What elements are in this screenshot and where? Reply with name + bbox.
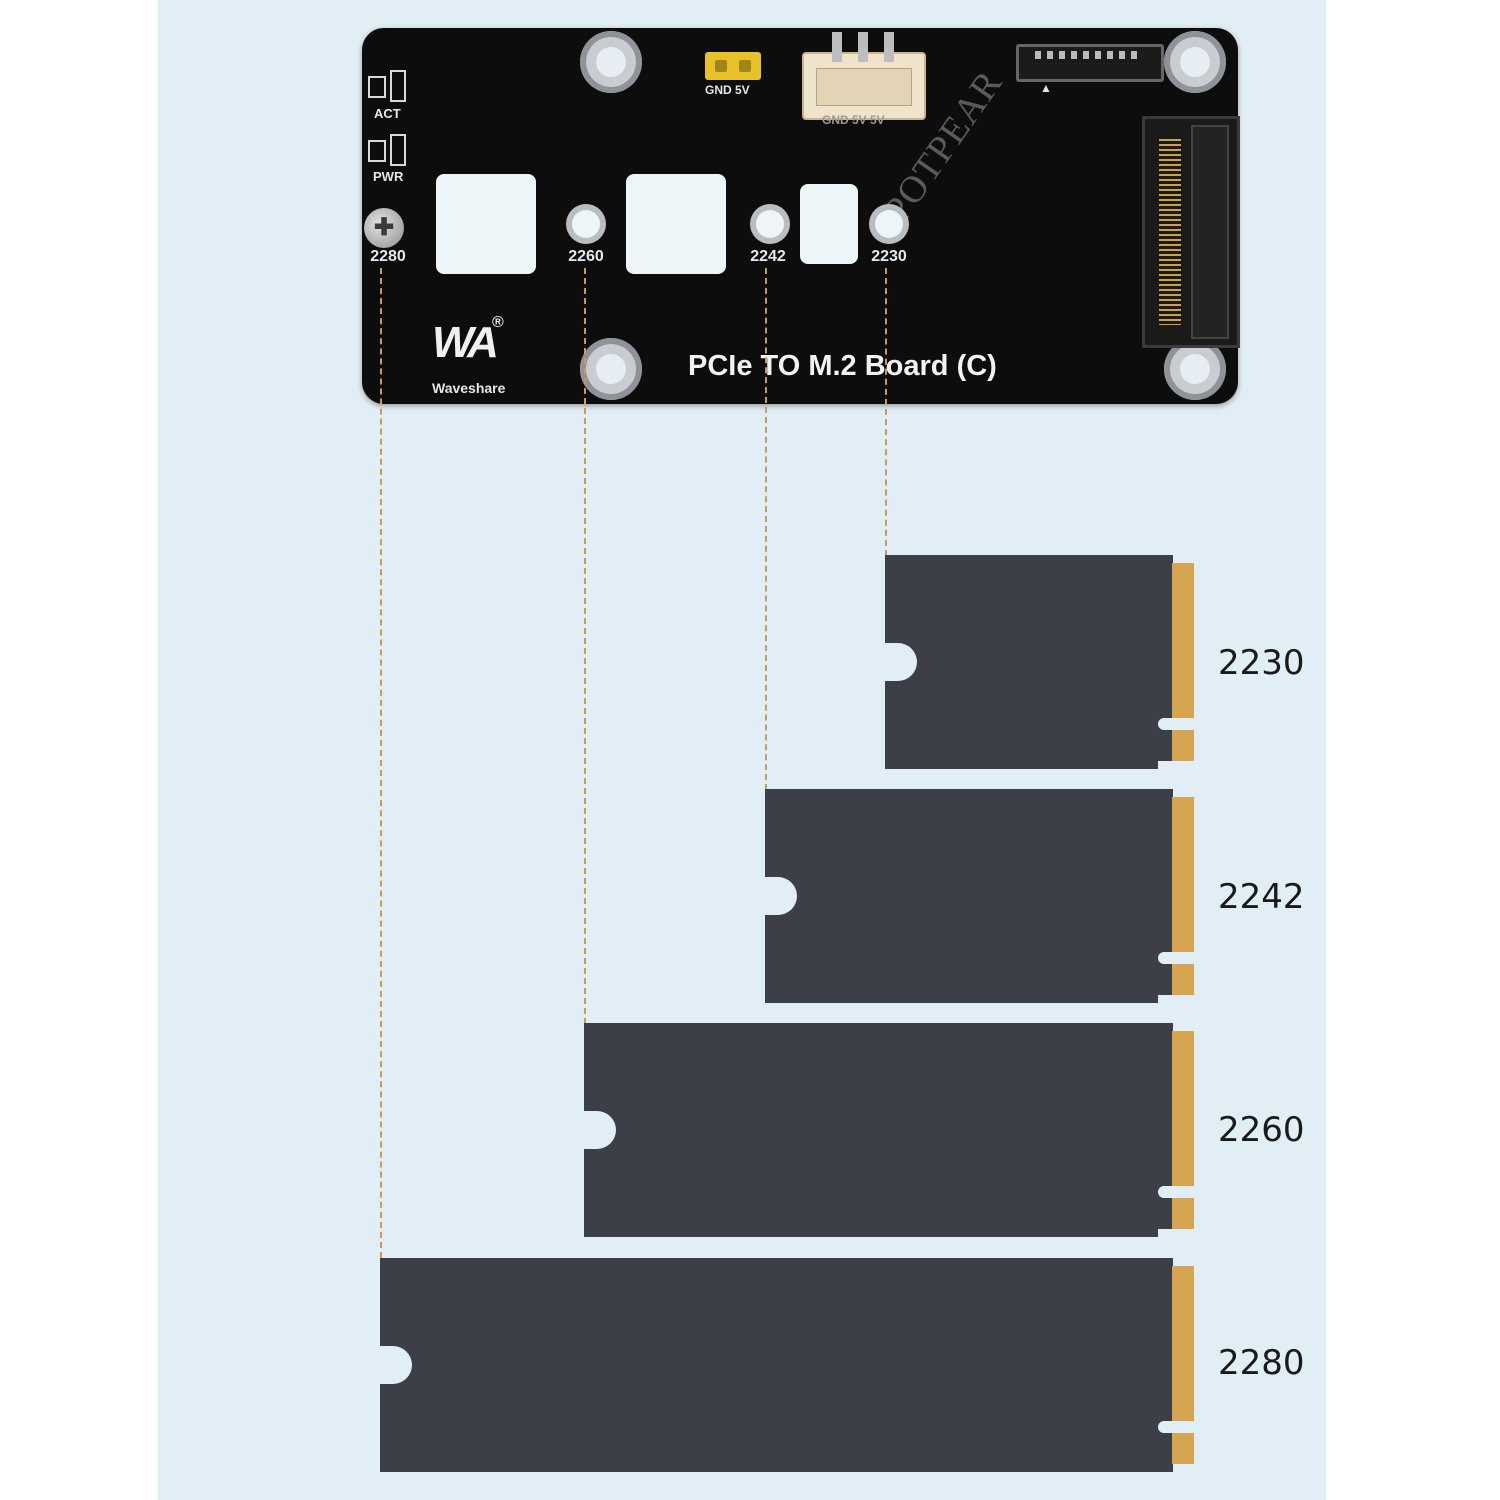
mounting-hole-top-left	[580, 31, 642, 93]
ssd-key-notch-2242	[1158, 952, 1198, 964]
ssd-size-label-2280: 2280	[1218, 1343, 1305, 1383]
pwr-led	[368, 134, 406, 166]
ssd-size-label-2242: 2242	[1218, 877, 1305, 917]
ssd-contacts-2280	[1172, 1266, 1194, 1464]
guide-line-2242	[765, 268, 767, 790]
ssd-screw-notch-2242	[765, 877, 797, 915]
ssd-screw-notch-2280	[380, 1346, 412, 1384]
ssd-gap-2230	[1158, 761, 1198, 783]
ssd-key-notch-2230	[1158, 718, 1198, 730]
board-cutout-1	[436, 174, 536, 274]
ssd-gap-2260	[1158, 1229, 1198, 1251]
ssd-key-notch-2280	[1158, 1421, 1198, 1433]
fan-connector-label: GND 5V 5V	[822, 113, 885, 127]
pwr-led-label: PWR	[373, 169, 404, 184]
ssd-screw-notch-2260	[584, 1111, 616, 1149]
hole-label-2242: 2242	[750, 248, 786, 265]
guide-line-2230	[885, 268, 887, 556]
mounting-hole-top-right	[1164, 31, 1226, 93]
hole-label-2280: 2280	[370, 248, 406, 265]
ssd-gap-2242	[1158, 995, 1198, 1017]
standoff-hole-2242	[750, 204, 790, 244]
mounting-hole-bottom-left	[580, 338, 642, 400]
jumper-label: GND 5V	[705, 83, 750, 97]
ssd-screw-notch-2230	[885, 643, 917, 681]
ssd-key-notch-2260	[1158, 1186, 1198, 1198]
ssd-card-2242	[765, 789, 1173, 1003]
ffc-connector	[1016, 44, 1164, 82]
guide-line-2280	[380, 268, 382, 1258]
ssd-card-2230	[885, 555, 1173, 769]
pin1-marker-icon: ▲	[1040, 81, 1052, 95]
waveshare-logo: WA	[432, 318, 499, 367]
ssd-card-2260	[584, 1023, 1173, 1237]
board-cutout-2	[626, 174, 726, 274]
ssd-contacts-2242	[1172, 797, 1194, 995]
power-jumper	[705, 52, 761, 80]
brand-name: Waveshare	[432, 380, 506, 396]
mounting-hole-bottom-right	[1164, 338, 1226, 400]
m2-slot-connector	[1142, 116, 1240, 348]
ssd-size-label-2230: 2230	[1218, 643, 1305, 683]
board-title: PCIe TO M.2 Board (C)	[688, 350, 997, 382]
board-cutout-3	[800, 184, 858, 264]
standoff-hole-2230	[869, 204, 909, 244]
screw-icon: ✚	[364, 208, 404, 248]
fan-connector	[802, 32, 926, 120]
ssd-size-label-2260: 2260	[1218, 1110, 1305, 1150]
guide-line-2260	[584, 268, 586, 1024]
hole-label-2260: 2260	[568, 248, 604, 265]
hole-label-2230: 2230	[871, 248, 907, 265]
ssd-contacts-2260	[1172, 1031, 1194, 1229]
standoff-hole-2260	[566, 204, 606, 244]
registered-mark: ®	[492, 314, 504, 331]
ssd-card-2280	[380, 1258, 1173, 1472]
ssd-contacts-2230	[1172, 563, 1194, 761]
act-led-label: ACT	[374, 106, 401, 121]
act-led	[368, 70, 406, 102]
